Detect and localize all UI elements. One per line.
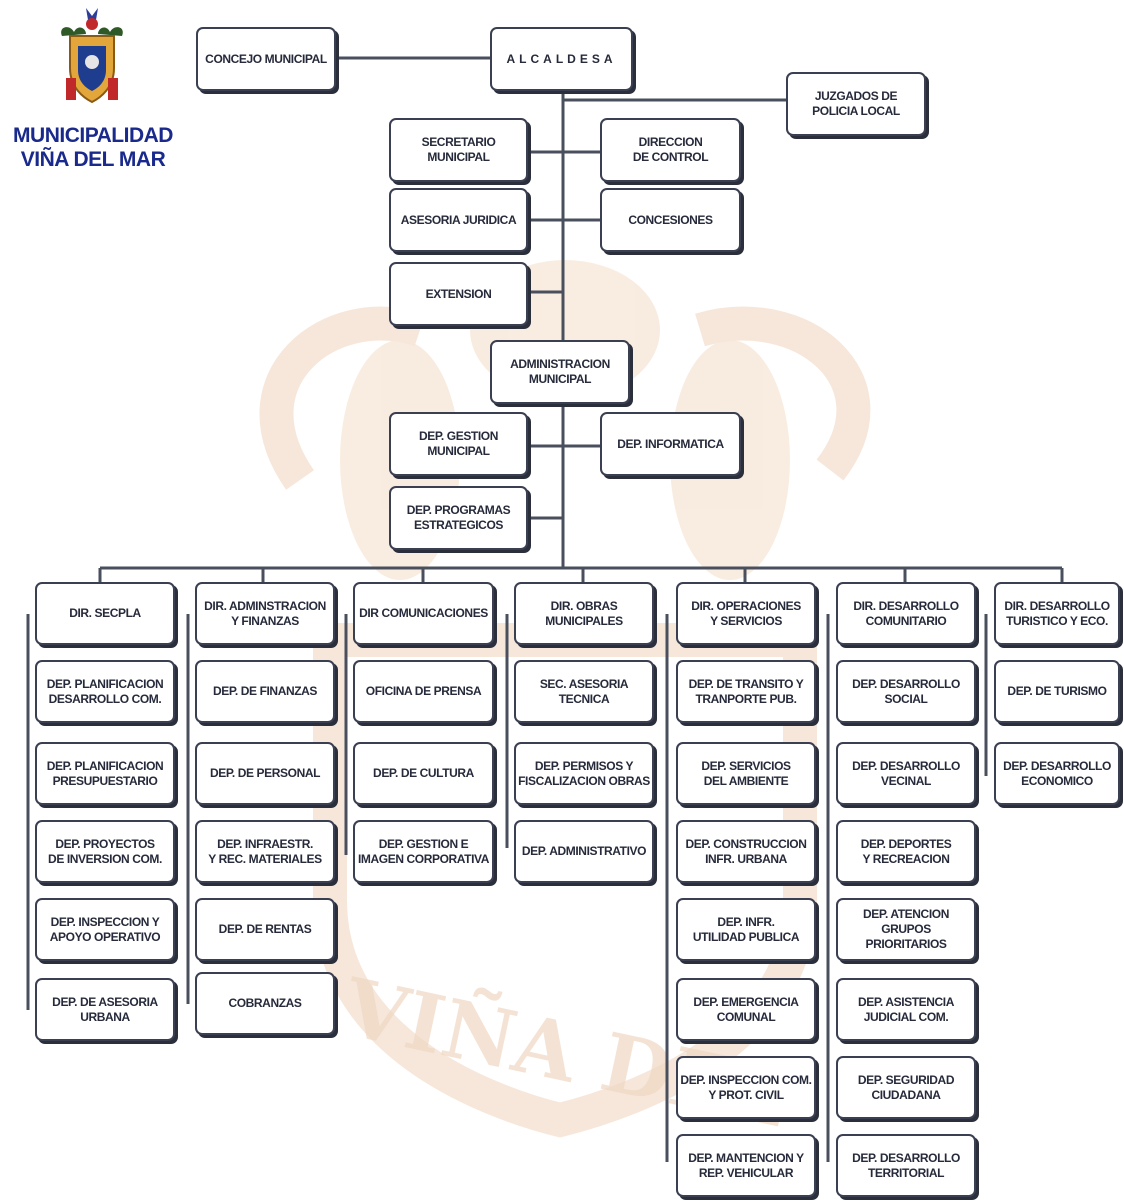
- dept-box[interactable]: DEP. PLANIFICACION DESARROLLO COM.: [35, 660, 175, 723]
- municipality-logo: MUNICIPALIDAD VIÑA DEL MAR: [8, 6, 178, 176]
- dir-secpla[interactable]: DIR. SECPLA: [35, 582, 175, 645]
- dept-box[interactable]: COBRANZAS: [195, 972, 335, 1035]
- dept-box[interactable]: DEP. SERVICIOS DEL AMBIENTE: [676, 742, 816, 805]
- concesiones-box[interactable]: CONCESIONES: [600, 188, 741, 252]
- administracion-box[interactable]: ADMINISTRACION MUNICIPAL: [490, 340, 630, 404]
- dir-administracion-finanzas[interactable]: DIR. ADMINSTRACION Y FINANZAS: [195, 582, 335, 645]
- dept-box[interactable]: DEP. ADMINISTRATIVO: [514, 820, 654, 883]
- extension-box[interactable]: EXTENSION: [389, 262, 528, 326]
- secretario-box[interactable]: SECRETARIO MUNICIPAL: [389, 118, 528, 182]
- dept-box[interactable]: DEP. INSPECCION COM. Y PROT. CIVIL: [676, 1056, 816, 1119]
- dept-box[interactable]: DEP. DESARROLLO TERRITORIAL: [836, 1134, 976, 1197]
- gestion-municipal-box[interactable]: DEP. GESTION MUNICIPAL: [389, 412, 528, 476]
- dept-box[interactable]: DEP. PROYECTOS DE INVERSION COM.: [35, 820, 175, 883]
- logo-line-1: MUNICIPALIDAD: [13, 124, 173, 147]
- dept-box[interactable]: DEP. PERMISOS Y FISCALIZACION OBRAS: [514, 742, 654, 805]
- dept-box[interactable]: DEP. INSPECCION Y APOYO OPERATIVO: [35, 898, 175, 961]
- dept-box[interactable]: DEP. EMERGENCIA COMUNAL: [676, 978, 816, 1041]
- dept-box[interactable]: DEP. SEGURIDAD CIUDADANA: [836, 1056, 976, 1119]
- dept-box[interactable]: DEP. MANTENCION Y REP. VEHICULAR: [676, 1134, 816, 1197]
- dept-box[interactable]: DEP. DE TRANSITO Y TRANPORTE PUB.: [676, 660, 816, 723]
- dept-box[interactable]: DEP. ASISTENCIA JUDICIAL COM.: [836, 978, 976, 1041]
- dept-box[interactable]: DEP. DE ASESORIA URBANA: [35, 978, 175, 1041]
- dept-box[interactable]: DEP. ATENCION GRUPOS PRIORITARIOS: [836, 898, 976, 961]
- dept-box[interactable]: DEP. DE FINANZAS: [195, 660, 335, 723]
- logo-line-2: VIÑA DEL MAR: [20, 148, 166, 171]
- dir-turistico[interactable]: DIR. DESARROLLO TURISTICO Y ECO.: [994, 582, 1120, 645]
- coat-of-arms-icon: [61, 8, 123, 104]
- dept-box[interactable]: DEP. DE RENTAS: [195, 898, 335, 961]
- juzgados-box[interactable]: JUZGADOS DE POLICIA LOCAL: [786, 72, 926, 136]
- dept-box[interactable]: DEP. DE TURISMO: [994, 660, 1120, 723]
- dept-box[interactable]: DEP. DE PERSONAL: [195, 742, 335, 805]
- dir-comunicaciones[interactable]: DIR COMUNICACIONES: [353, 582, 494, 645]
- programas-box[interactable]: DEP. PROGRAMAS ESTRATEGICOS: [389, 486, 528, 550]
- dir-comunitario[interactable]: DIR. DESARROLLO COMUNITARIO: [836, 582, 976, 645]
- dept-box[interactable]: DEP. DESARROLLO VECINAL: [836, 742, 976, 805]
- dept-box[interactable]: SEC. ASESORIA TECNICA: [514, 660, 654, 723]
- dept-box[interactable]: DEP. DESARROLLO ECONOMICO: [994, 742, 1120, 805]
- dept-box[interactable]: DEP. CONSTRUCCION INFR. URBANA: [676, 820, 816, 883]
- dept-box[interactable]: DEP. INFR. UTILIDAD PUBLICA: [676, 898, 816, 961]
- concejo-municipal-box[interactable]: CONCEJO MUNICIPAL: [196, 27, 336, 91]
- dir-obras[interactable]: DIR. OBRAS MUNICIPALES: [514, 582, 654, 645]
- dept-box[interactable]: DEP. DE CULTURA: [353, 742, 494, 805]
- informatica-box[interactable]: DEP. INFORMATICA: [600, 412, 741, 476]
- asesoria-juridica-box[interactable]: ASESORIA JURIDICA: [389, 188, 528, 252]
- dept-box[interactable]: DEP. INFRAESTR. Y REC. MATERIALES: [195, 820, 335, 883]
- dept-box[interactable]: DEP. PLANIFICACION PRESUPUESTARIO: [35, 742, 175, 805]
- dept-box[interactable]: DEP. DESARROLLO SOCIAL: [836, 660, 976, 723]
- dept-box[interactable]: DEP. DEPORTES Y RECREACION: [836, 820, 976, 883]
- dir-operaciones[interactable]: DIR. OPERACIONES Y SERVICIOS: [676, 582, 816, 645]
- direccion-control-box[interactable]: DIRECCION DE CONTROL: [600, 118, 741, 182]
- dept-box[interactable]: DEP. GESTION E IMAGEN CORPORATIVA: [353, 820, 494, 883]
- dept-box[interactable]: OFICINA DE PRENSA: [353, 660, 494, 723]
- alcaldesa-box[interactable]: ALCALDESA: [490, 27, 633, 91]
